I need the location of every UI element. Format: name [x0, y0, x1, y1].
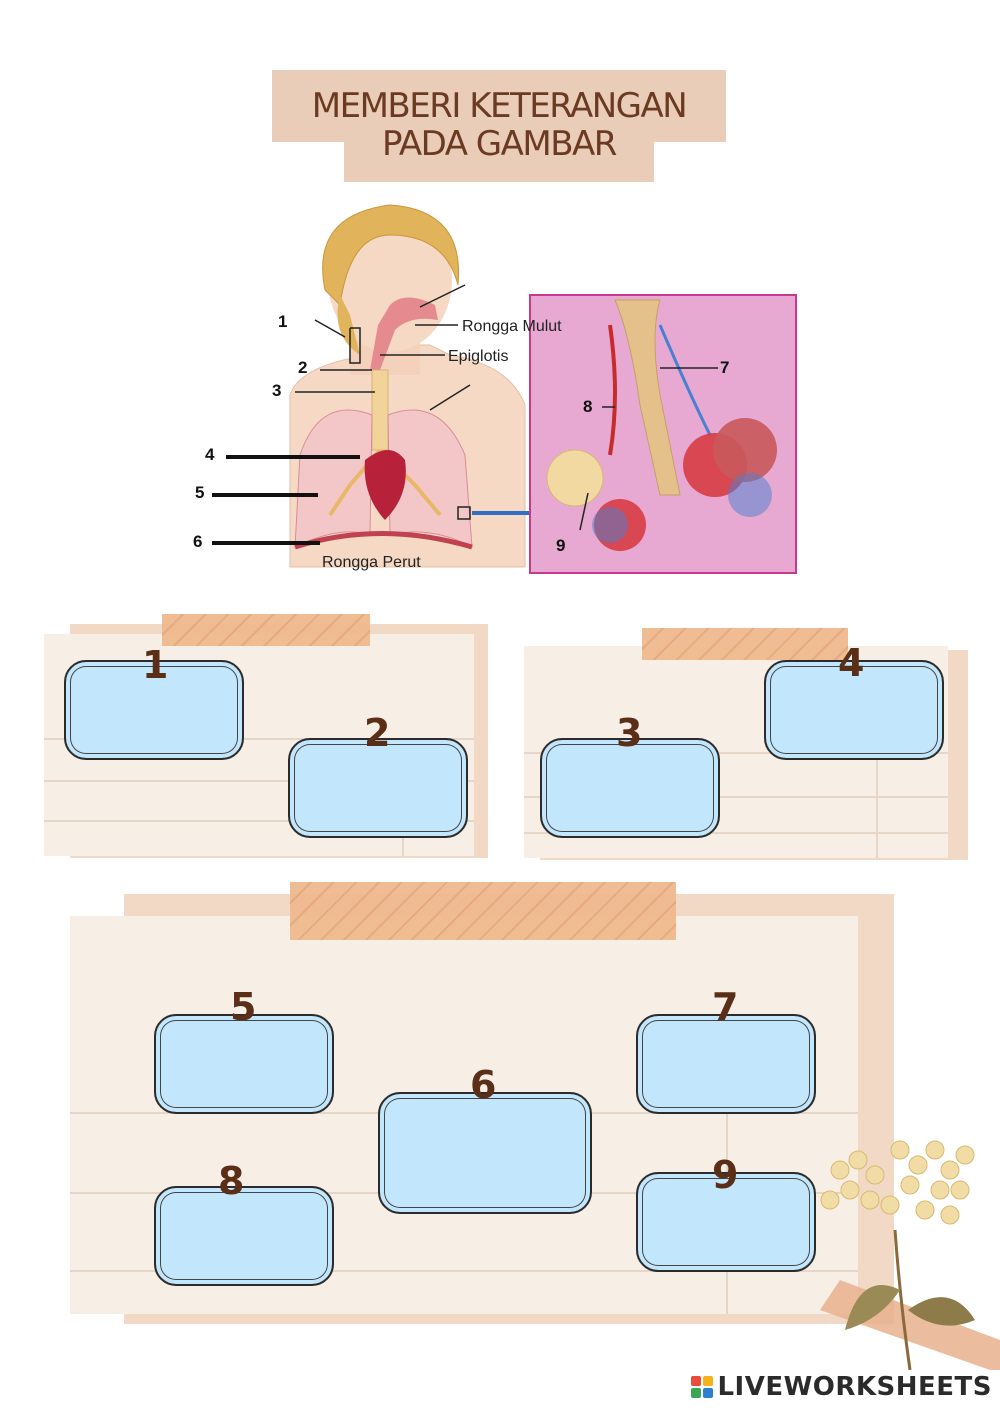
diagram-number-4: 4 — [205, 445, 215, 464]
answer-input-8[interactable] — [156, 1188, 336, 1286]
answer-number-6: 6 — [470, 1063, 497, 1107]
tape-a — [162, 614, 370, 646]
answer-box-7[interactable] — [636, 1014, 818, 1114]
answer-number-4: 4 — [838, 641, 865, 685]
page-title-line-2: PADA GAMBAR — [382, 124, 617, 164]
label-rongga-perut: Rongga Perut — [322, 554, 421, 571]
answer-number-5: 5 — [230, 985, 257, 1029]
diagram-number-6: 6 — [193, 532, 202, 551]
diagram-number-3: 3 — [272, 381, 281, 400]
answer-box-1[interactable] — [64, 660, 246, 760]
respiratory-system-diagram: Rongga Mulut Epiglotis Rongga Perut 1 2 … — [193, 204, 797, 574]
diagram-number-2: 2 — [298, 358, 307, 377]
answer-box-8[interactable] — [154, 1186, 336, 1286]
answer-input-5[interactable] — [156, 1016, 336, 1114]
answer-box-9[interactable] — [636, 1172, 818, 1272]
answer-input-3[interactable] — [542, 740, 722, 838]
page-title-line-1: MEMBERI KETERANGAN — [311, 86, 688, 126]
answer-input-4[interactable] — [766, 662, 946, 760]
heart-illustration — [364, 450, 406, 520]
answer-input-6[interactable] — [380, 1094, 594, 1214]
tape-c — [290, 882, 676, 940]
diagram-number-7: 7 — [720, 358, 729, 377]
answer-number-2: 2 — [364, 711, 391, 755]
answer-number-1: 1 — [142, 643, 169, 687]
answer-box-5[interactable] — [154, 1014, 336, 1114]
trachea-illustration — [371, 369, 389, 451]
diagram-number-5: 5 — [195, 483, 204, 502]
tape-b — [642, 628, 848, 660]
liveworksheets-brand-text: LIVEWORKSHEETS — [717, 1372, 992, 1402]
diagram-number-8: 8 — [583, 397, 592, 416]
answer-box-6[interactable] — [378, 1092, 594, 1214]
label-epiglotis: Epiglotis — [448, 348, 508, 365]
title-background-lower — [344, 126, 654, 182]
answer-input-2[interactable] — [290, 740, 470, 838]
answer-box-3[interactable] — [540, 738, 722, 838]
answer-number-8: 8 — [218, 1159, 245, 1203]
answer-input-7[interactable] — [638, 1016, 818, 1114]
label-rongga-mulut: Rongga Mulut — [462, 318, 562, 335]
answer-number-7: 7 — [712, 985, 739, 1029]
answer-number-3: 3 — [616, 711, 643, 755]
liveworksheets-logo: LIVEWORKSHEETS — [691, 1372, 992, 1402]
diagram-number-9: 9 — [556, 536, 565, 555]
answer-input-1[interactable] — [66, 662, 246, 760]
answer-number-9: 9 — [712, 1153, 739, 1197]
liveworksheets-logo-icon — [691, 1376, 714, 1398]
answer-input-9[interactable] — [638, 1174, 818, 1272]
right-lung-illustration — [387, 409, 473, 548]
dried-flower-decoration — [820, 1140, 1000, 1370]
airway-illustration — [370, 297, 438, 370]
answer-box-4[interactable] — [764, 660, 946, 760]
diagram-number-1: 1 — [278, 312, 287, 331]
answer-box-2[interactable] — [288, 738, 470, 838]
hair-illustration — [322, 204, 460, 307]
